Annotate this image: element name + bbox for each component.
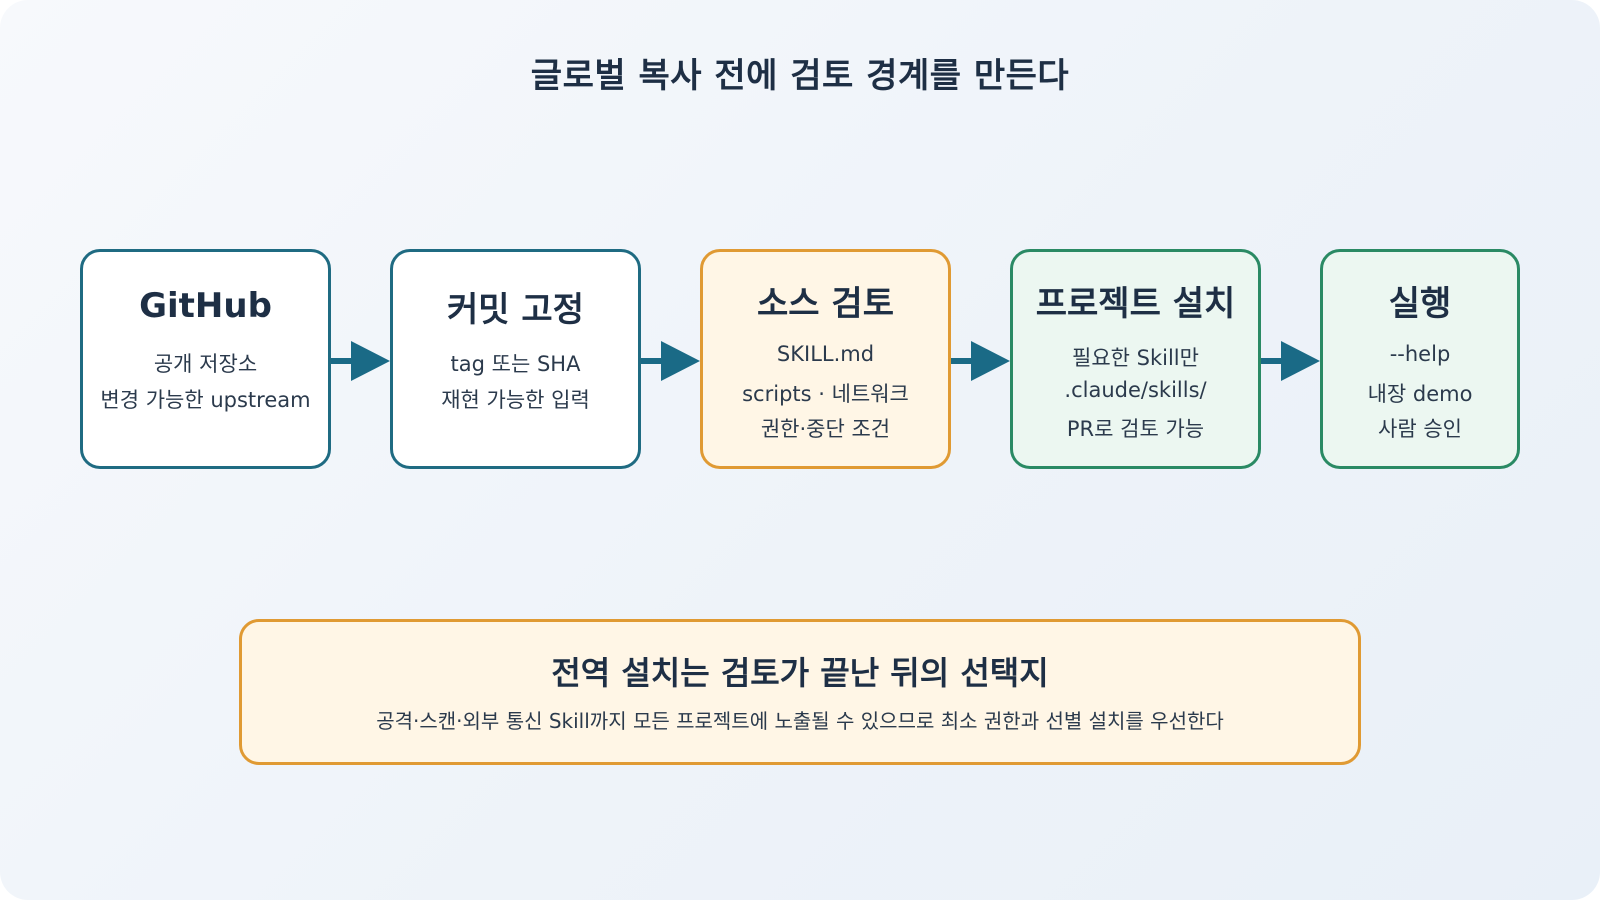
step-line: SKILL.md [776, 342, 875, 366]
step-line: tag 또는 SHA [450, 352, 581, 376]
arrow-2 [641, 341, 700, 381]
step-line: 재현 가능한 입력 [441, 388, 590, 412]
step-run: 실행 --help 내장 demo 사람 승인 [1320, 249, 1520, 469]
step-commit-pin: 커밋 고정 tag 또는 SHA 재현 가능한 입력 [390, 249, 641, 469]
step-line: --help [1389, 342, 1451, 366]
step-github: GitHub 공개 저장소 변경 가능한 upstream [80, 249, 331, 469]
step-line: .claude/skills/ [1064, 378, 1207, 402]
step-title: 실행 [1388, 284, 1452, 324]
step-line: 권한·중단 조건 [760, 417, 891, 441]
step-line: 내장 demo [1367, 382, 1473, 406]
global-install-note: 전역 설치는 검토가 끝난 뒤의 선택지 공격·스캔·외부 통신 Skill까지… [239, 619, 1361, 765]
step-title: GitHub [139, 286, 272, 326]
step-line: 필요한 Skill만 [1072, 346, 1199, 370]
step-line: scripts · 네트워크 [742, 382, 909, 406]
arrow-4 [1261, 341, 1320, 381]
step-line: 변경 가능한 upstream [100, 388, 311, 412]
arrow-3 [951, 341, 1010, 381]
step-title: 커밋 고정 [447, 290, 584, 330]
step-title: 소스 검토 [757, 284, 894, 324]
step-line: PR로 검토 가능 [1066, 417, 1205, 441]
step-line: 사람 승인 [1378, 417, 1462, 441]
note-title: 전역 설치는 검토가 끝난 뒤의 선택지 [551, 654, 1049, 692]
arrow-1 [331, 341, 390, 381]
diagram-title: 글로벌 복사 전에 검토 경계를 만든다 [530, 56, 1070, 96]
step-source-review: 소스 검토 SKILL.md scripts · 네트워크 권한·중단 조건 [700, 249, 951, 469]
step-project-install: 프로젝트 설치 필요한 Skill만 .claude/skills/ PR로 검… [1010, 249, 1261, 469]
step-title: 프로젝트 설치 [1035, 284, 1236, 324]
note-body: 공격·스캔·외부 통신 Skill까지 모든 프로젝트에 노출될 수 있으므로 … [376, 709, 1224, 733]
step-line: 공개 저장소 [153, 352, 258, 376]
